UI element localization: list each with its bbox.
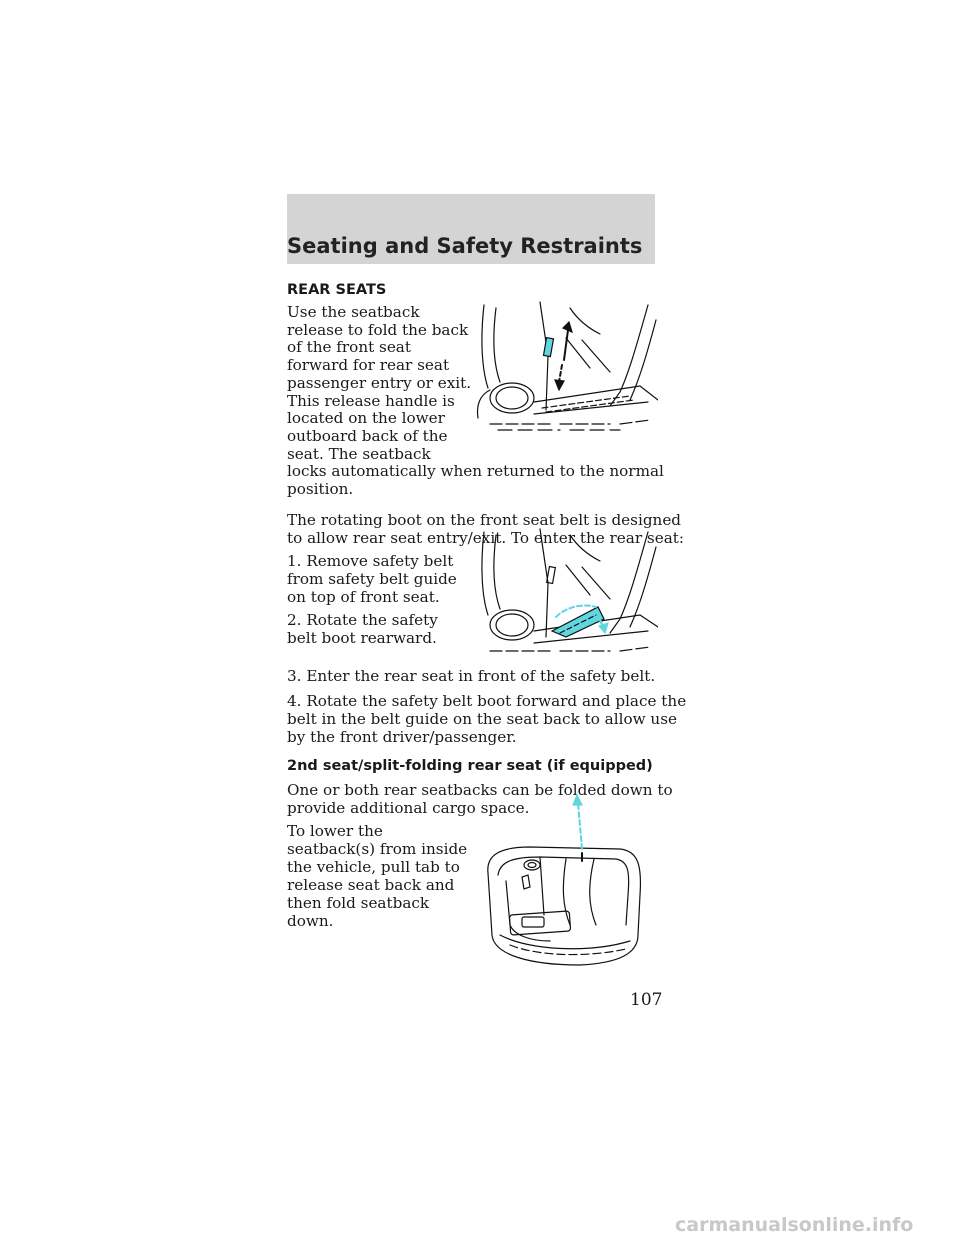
para-cargo-space: One or both rear seatbacks can be folded… xyxy=(287,781,673,817)
seatback-release-illustration xyxy=(476,301,658,431)
watermark: carmanualsonline.info xyxy=(675,1214,914,1236)
step-4: 4. Rotate the safety belt boot forward a… xyxy=(287,692,687,746)
belt-boot-illustration xyxy=(481,528,658,652)
split-folding-seat-illustration xyxy=(487,793,642,966)
header-band: Seating and Safety Restraints xyxy=(287,194,655,264)
step-3: 3. Enter the rear seat in front of the s… xyxy=(287,667,656,685)
section-title: REAR SEATS xyxy=(287,282,387,298)
page-number: 107 xyxy=(630,990,663,1010)
para-rotating-boot: The rotating boot on the front seat belt… xyxy=(287,511,684,547)
page-header-title: Seating and Safety Restraints xyxy=(287,234,643,258)
subsection-title: 2nd seat/split-folding rear seat (if equ… xyxy=(287,758,653,774)
